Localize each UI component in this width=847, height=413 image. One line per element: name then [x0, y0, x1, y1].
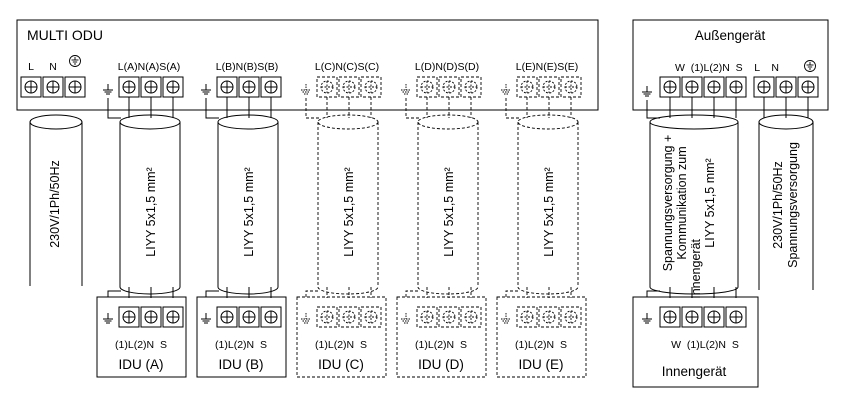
cable-label-c: LIYY 5x1,5 mm²	[342, 167, 356, 256]
outdoor-indoor-cable	[646, 97, 739, 298]
indoor-title: Innengerät	[662, 364, 727, 379]
idu-terminal-labels-b: (1)L(2)N S	[215, 339, 267, 351]
indoor-terminal-block	[659, 306, 747, 328]
outdoor-title: Außengerät	[695, 28, 766, 43]
multi-odu-unit: MULTI ODU L N L(A)N(A)S(A) L(B)N(B)S(B)	[16, 19, 599, 111]
odu-group-label-d: L(D)N(D)S(D)	[415, 61, 479, 73]
odu-terminal-block-a	[118, 76, 184, 98]
idu-title-b: IDU (B)	[219, 357, 264, 372]
outdoor-terminal-block	[659, 76, 819, 98]
ground-icon	[300, 312, 312, 324]
earth-icon	[804, 60, 816, 72]
idu-title-d: IDU (D)	[418, 357, 464, 372]
outdoor-cable-line-4: LIYY 5x1,5 mm²	[703, 158, 717, 247]
ground-icon	[200, 312, 212, 324]
idu-title-e: IDU (E)	[519, 357, 564, 372]
idu-title-a: IDU (A)	[119, 357, 164, 372]
cable-label-e: LIYY 5x1,5 mm²	[542, 167, 556, 256]
indoor-terminal-labels: W (1)L(2)N S	[671, 339, 739, 351]
idu-terminal-labels-d: (1)L(2)N S	[415, 339, 467, 351]
ground-icon	[641, 85, 653, 97]
multi-odu-box	[16, 19, 599, 111]
cable-c: LIYY 5x1,5 mm²	[305, 97, 379, 298]
cable-b: LIYY 5x1,5 mm²	[205, 97, 279, 298]
multi-odu-title: MULTI ODU	[27, 27, 103, 43]
odu-group-label-a: L(A)N(A)S(A)	[118, 61, 180, 73]
idu-e: (1)L(2)N S IDU (E)	[496, 296, 587, 378]
ground-icon	[641, 312, 653, 324]
cable-label-b: LIYY 5x1,5 mm²	[242, 167, 256, 256]
idu-d: (1)L(2)N S IDU (D)	[396, 296, 487, 378]
ground-icon	[400, 312, 412, 324]
indoor-unit: W (1)L(2)N S Innengerät	[632, 296, 759, 388]
ground-icon	[102, 312, 114, 324]
terminal-label-n: N	[49, 61, 57, 73]
outdoor-terminal-labels: W (1)L(2)N S L N	[675, 62, 779, 74]
outdoor-power-cable: 230V/1Ph/50Hz Spannungsversorgung	[758, 97, 814, 290]
cable-label-a: LIYY 5x1,5 mm²	[144, 167, 158, 256]
odu-terminal-block-e	[516, 76, 582, 98]
odu-terminal-block-c	[316, 76, 382, 98]
outdoor-cable-line-1-label: Spannungsversorgung +	[661, 135, 675, 272]
power-cable-label: 230V/1Ph/50Hz	[48, 160, 62, 248]
outdoor-cable-line-2: Kommunikation zum	[675, 146, 689, 259]
odu-group-label-b: L(B)N(B)S(B)	[216, 61, 278, 73]
odu-power-terminal-block	[20, 76, 86, 98]
idu-a: (1)L(2)N S IDU (A)	[96, 296, 187, 378]
cable-a: LIYY 5x1,5 mm²	[107, 97, 181, 298]
ground-icon	[500, 312, 512, 324]
terminal-label-l: L	[28, 61, 34, 73]
odu-terminal-block-d	[416, 76, 482, 98]
earth-icon	[69, 55, 81, 67]
power-cable: 230V/1Ph/50Hz	[29, 114, 83, 286]
outdoor-unit: Außengerät W (1)L(2)N S L N	[632, 19, 829, 111]
outdoor-power-line-2: Spannungsversorgung	[786, 142, 800, 268]
cable-d: LIYY 5x1,5 mm²	[405, 97, 479, 298]
idu-terminal-labels-e: (1)L(2)N S	[515, 339, 567, 351]
cable-e: LIYY 5x1,5 mm²	[505, 97, 579, 298]
cable-label-d: LIYY 5x1,5 mm²	[442, 167, 456, 256]
outdoor-cable-line-3: Innengerät	[689, 238, 703, 298]
idu-title-c: IDU (C)	[318, 357, 364, 372]
idu-terminal-labels-a: (1)L(2)N S	[115, 339, 167, 351]
outdoor-power-line-1: 230V/1Ph/50Hz	[771, 161, 785, 249]
odu-group-label-e: L(E)N(E)S(E)	[516, 61, 578, 73]
odu-group-label-c: L(C)N(C)S(C)	[315, 61, 379, 73]
odu-terminal-block-b	[216, 76, 282, 98]
idu-c: (1)L(2)N S IDU (C)	[296, 296, 387, 378]
idu-b: (1)L(2)N S IDU (B)	[196, 296, 287, 378]
idu-terminal-labels-c: (1)L(2)N S	[315, 339, 367, 351]
